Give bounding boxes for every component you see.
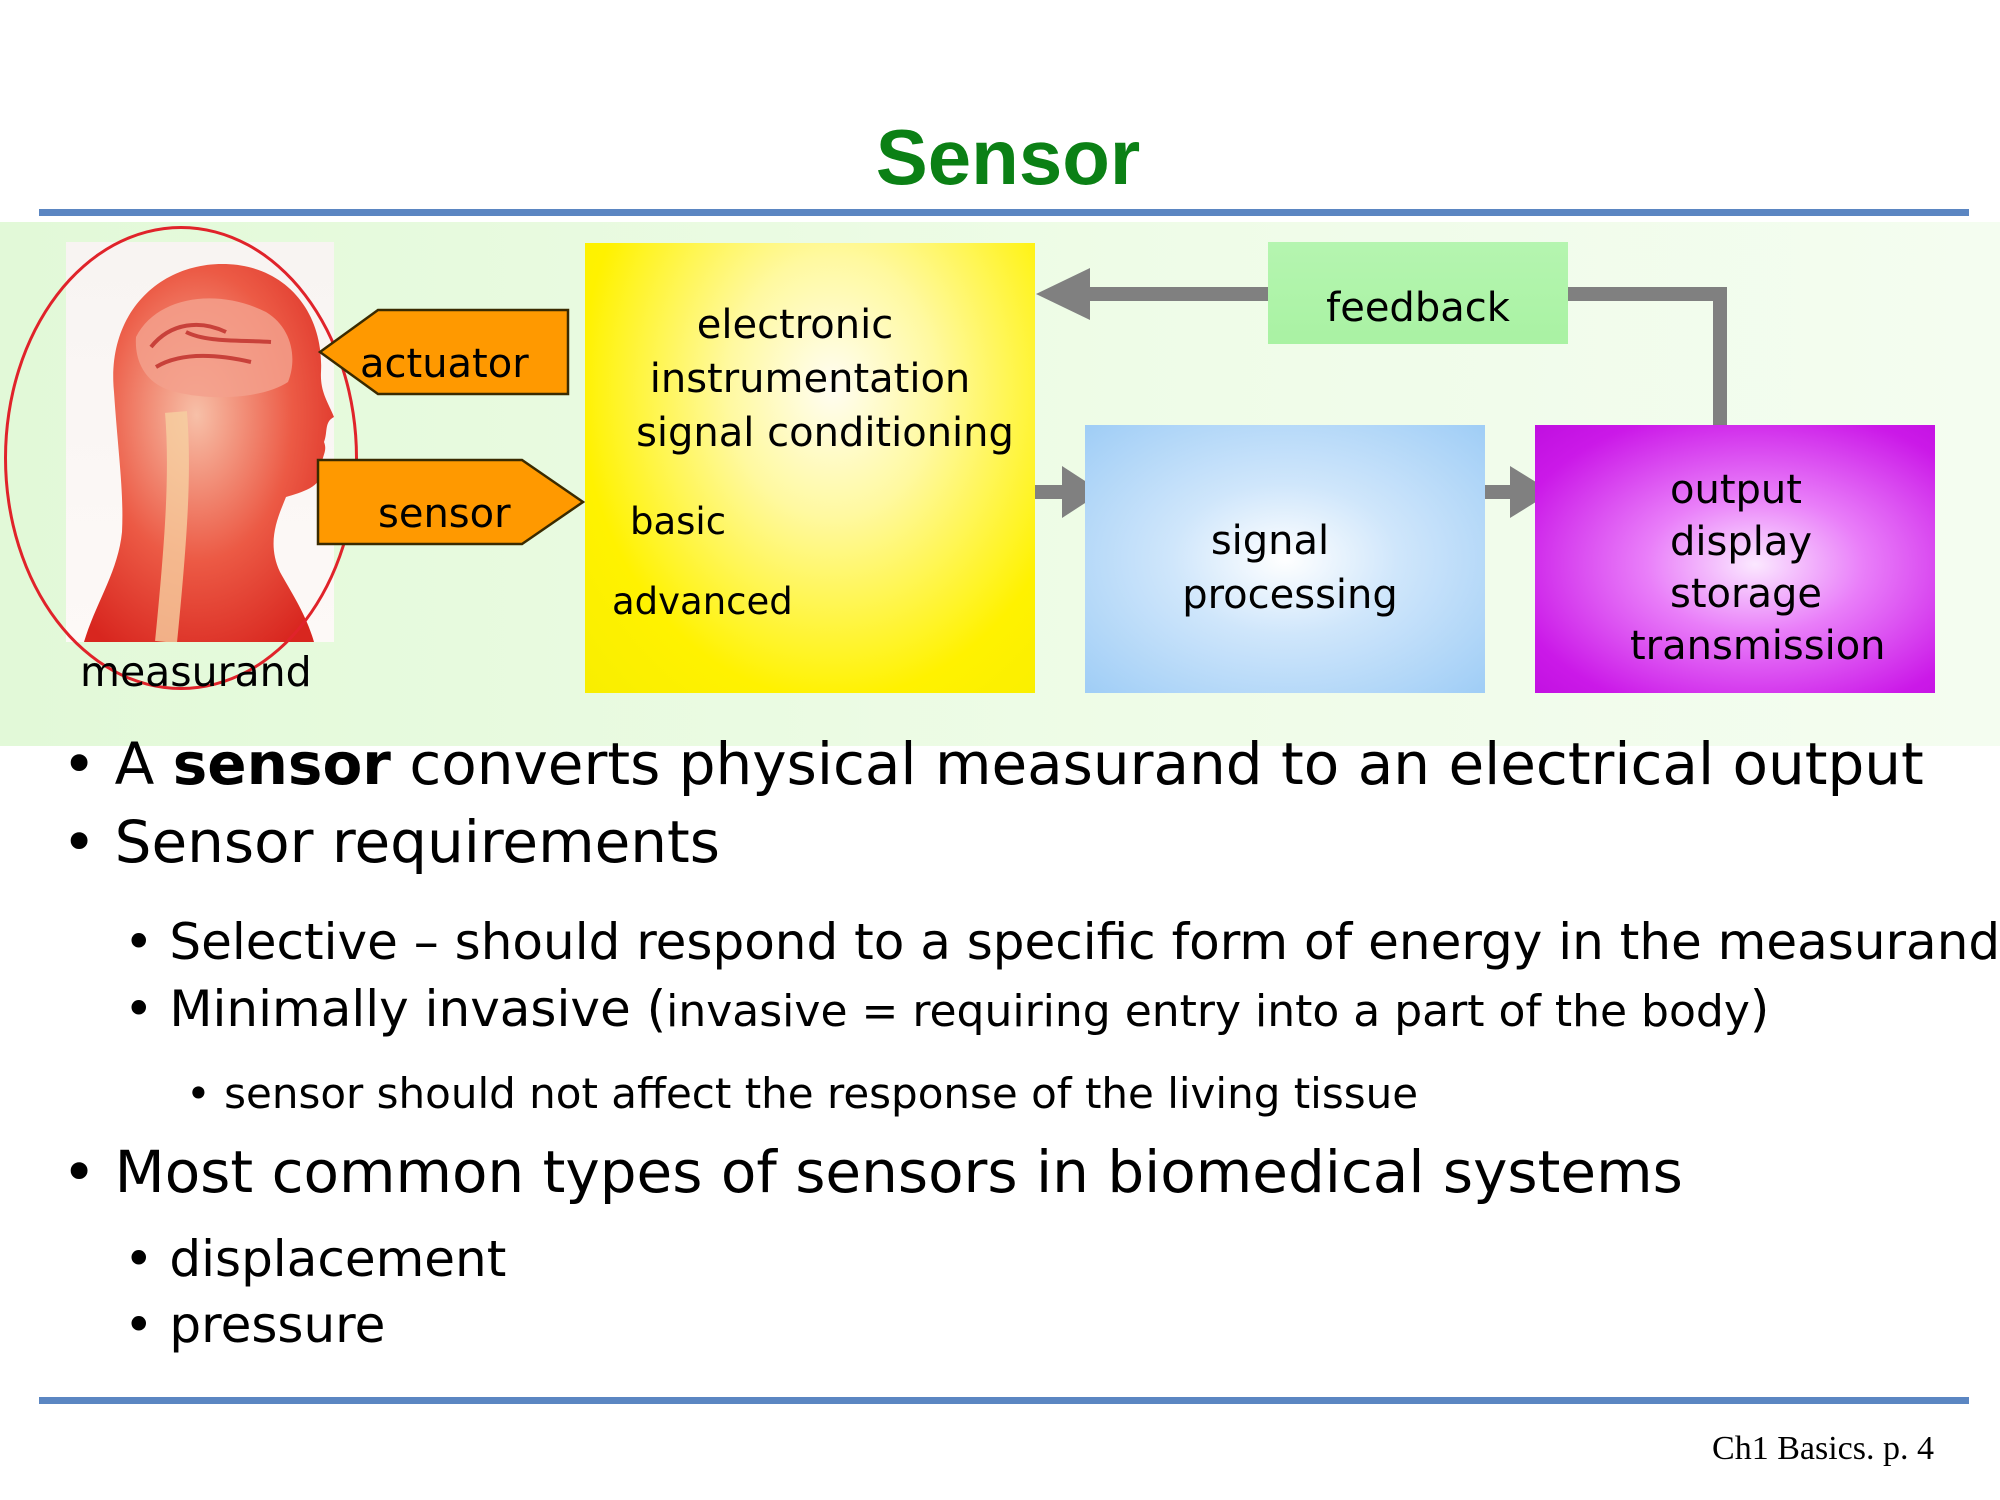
bullet-dot: • <box>124 1230 170 1288</box>
bullet-2-text: Sensor requirements <box>114 808 721 876</box>
bullet-dot: • <box>62 808 115 876</box>
bottom-rule <box>39 1397 1969 1404</box>
feedback-label: feedback <box>1326 285 1510 331</box>
processing-line-2: processing <box>1182 572 1398 618</box>
processing-line-1: signal <box>1210 518 1330 564</box>
bullet-3-1-text: displacement <box>169 1230 507 1288</box>
bullet-2-2-1-text: sensor should not affect the response of… <box>224 1069 1419 1118</box>
output-line-1: output <box>1670 467 1802 513</box>
sensor-arrow <box>316 458 586 546</box>
feedback-box <box>1268 242 1568 344</box>
instrumentation-line-1: electronic <box>696 302 894 348</box>
instrumentation-line-2: instrumentation <box>649 356 971 402</box>
bullet-3-2-text: pressure <box>169 1296 386 1354</box>
slide-title: Sensor <box>875 113 1141 201</box>
feedback-return-line <box>1568 287 1727 425</box>
instrumentation-box <box>585 243 1035 693</box>
bullet-2-2: • Minimally invasive (invasive = requiri… <box>124 980 1769 1038</box>
bullet-2: • Sensor requirements <box>62 808 720 876</box>
signal-processing-text: signal processing <box>1160 514 1420 622</box>
output-box <box>1535 425 1935 693</box>
output-text: output display storage transmission <box>1630 464 1886 672</box>
signal-processing-box <box>1085 425 1485 693</box>
actuator-arrow <box>317 308 570 396</box>
bullet-1-rest: converts physical measurand to an electr… <box>390 730 1924 798</box>
bullet-dot: • <box>124 980 170 1038</box>
conditioning-to-processing-head <box>1062 466 1102 518</box>
slide-footer: Ch1 Basics. p. 4 <box>1712 1430 1934 1467</box>
processing-to-output-head <box>1510 466 1552 518</box>
sensor-label: sensor <box>378 491 511 537</box>
feedback-arrow-head <box>1036 268 1090 320</box>
bullet-3-2: • pressure <box>124 1296 385 1354</box>
instrumentation-text: electronic instrumentation signal condit… <box>585 298 1035 460</box>
bullet-dot: • <box>124 1296 170 1354</box>
bullet-2-2-paren-close: ) <box>1749 980 1770 1038</box>
bullet-3: • Most common types of sensors in biomed… <box>62 1138 1683 1206</box>
output-line-3: storage <box>1670 571 1822 617</box>
bullet-2-2-main: Minimally invasive <box>169 980 647 1038</box>
bullet-2-1-text: Selective – should respond to a specific… <box>169 913 2000 971</box>
actuator-label: actuator <box>360 341 529 387</box>
basic-label: basic <box>630 500 727 543</box>
bullet-dot: • <box>124 913 170 971</box>
bullet-2-2-paren-open: ( <box>646 980 667 1038</box>
output-line-2: display <box>1670 519 1813 565</box>
bullet-2-2-1: • sensor should not affect the response … <box>186 1069 1418 1118</box>
bullet-2-1: • Selective – should respond to a specif… <box>124 913 2000 971</box>
bullet-2-2-paren-text: invasive = requiring entry into a part o… <box>666 986 1750 1037</box>
bullet-1: • A sensor converts physical measurand t… <box>62 730 1924 798</box>
bullet-dot: • <box>62 1138 115 1206</box>
bullet-dot: • <box>62 730 115 798</box>
bullet-dot: • <box>186 1069 225 1118</box>
bullet-1-prefix: A <box>114 730 173 798</box>
measurand-label: measurand <box>80 648 312 696</box>
bullet-3-text: Most common types of sensors in biomedic… <box>114 1138 1683 1206</box>
bullet-1-bold: sensor <box>172 730 391 798</box>
measurand-ellipse <box>4 226 358 690</box>
output-line-4: transmission <box>1630 623 1886 669</box>
instrumentation-line-3: signal conditioning <box>636 410 1014 456</box>
advanced-label: advanced <box>612 580 793 623</box>
bullet-3-1: • displacement <box>124 1230 506 1288</box>
top-rule <box>39 209 1969 216</box>
